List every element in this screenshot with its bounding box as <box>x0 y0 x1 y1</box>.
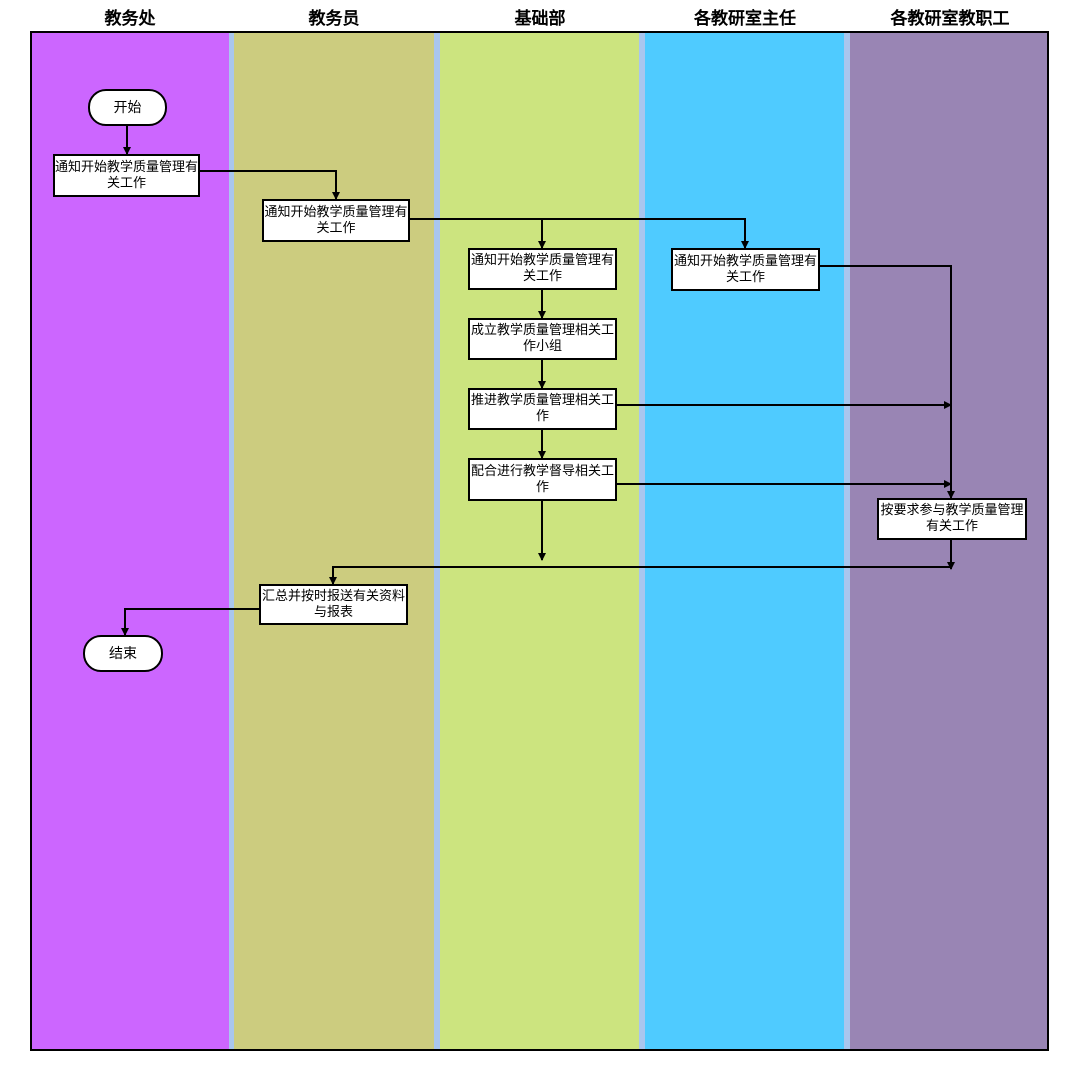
connector-office-to-clerk <box>200 170 340 200</box>
lane-title-directors: 各教研室主任 <box>694 9 796 29</box>
lane-basic-dept <box>440 31 639 1051</box>
cooperate-step: 配合进行教学督导相关工作 <box>468 458 617 501</box>
dept-notify-step: 通知开始教学质量管理有关工作 <box>468 248 617 290</box>
connector-director-to-staff <box>820 265 955 499</box>
end-node: 结束 <box>83 635 163 672</box>
summarize-step: 汇总并按时报送有关资料与报表 <box>259 584 408 625</box>
staff-participate-step: 按要求参与教学质量管理有关工作 <box>877 498 1027 540</box>
lane-divider <box>229 31 234 1051</box>
lane-staff <box>850 31 1049 1051</box>
promote-step: 推进教学质量管理相关工作 <box>468 388 617 430</box>
form-group-step: 成立教学质量管理相关工作小组 <box>468 318 617 360</box>
diagram-frame <box>30 31 1049 1051</box>
start-node: 开始 <box>88 89 167 126</box>
connector-return-to-clerk <box>329 566 951 585</box>
lane-divider <box>434 31 440 1051</box>
connector-clerk-to-director <box>542 218 749 249</box>
director-notify-step: 通知开始教学质量管理有关工作 <box>671 248 820 291</box>
lane-office <box>30 31 229 1051</box>
lane-title-clerk: 教务员 <box>308 9 360 29</box>
lane-title-office: 教务处 <box>104 9 156 29</box>
lane-title-staff: 各教研室教职工 <box>890 9 1010 29</box>
clerk-notify-step: 通知开始教学质量管理有关工作 <box>262 199 410 242</box>
lane-directors <box>645 31 844 1051</box>
connector-summary-to-end <box>121 608 259 636</box>
office-notify-step: 通知开始教学质量管理有关工作 <box>53 154 200 197</box>
lane-divider <box>844 31 850 1051</box>
connector-clerk-to-dept <box>410 218 546 249</box>
lane-divider <box>639 31 645 1051</box>
lane-title-basic-dept: 基础部 <box>514 9 566 29</box>
